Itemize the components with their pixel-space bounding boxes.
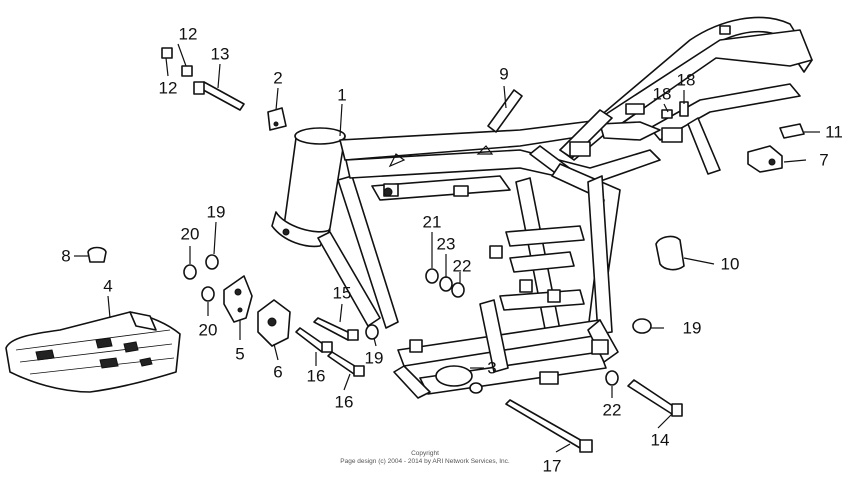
callout-18-right: 18 — [676, 70, 696, 90]
part-20-nut-lower — [201, 286, 215, 302]
callout-10: 10 — [720, 254, 740, 274]
callout-3: 3 — [487, 358, 497, 378]
part-20-nut-upper — [183, 264, 197, 280]
callout-8: 8 — [61, 246, 71, 266]
callout-14: 14 — [650, 430, 670, 450]
callout-13: 13 — [210, 44, 230, 64]
callout-21: 21 — [422, 212, 442, 232]
callout-19-mid: 19 — [364, 348, 384, 368]
part-19-nut-left — [205, 254, 219, 270]
part-14-bolt — [627, 379, 683, 417]
copyright-line-1: Copyright — [411, 450, 439, 457]
callout-5: 5 — [235, 344, 245, 364]
callout-15: 15 — [332, 283, 352, 303]
part-17-bolt — [505, 399, 593, 453]
callout-22-mid: 22 — [452, 256, 472, 276]
callout-23: 23 — [436, 234, 456, 254]
main-frame — [271, 16, 813, 399]
callout-12-bottom: 12 — [158, 78, 178, 98]
part-5-plate — [223, 275, 253, 323]
callout-9: 9 — [499, 64, 509, 84]
callout-16-upper: 16 — [306, 366, 326, 386]
part-21-23-22-nuts — [425, 268, 465, 298]
part-11-pad — [779, 123, 805, 139]
part-19-nut-right — [632, 318, 652, 334]
copyright-notice: Copyright Page design (c) 2004 - 2014 by… — [245, 450, 605, 466]
callout-6: 6 — [273, 362, 283, 382]
callout-20-upper: 20 — [180, 224, 200, 244]
callout-16-lower: 16 — [334, 392, 354, 412]
callout-17: 17 — [542, 456, 562, 476]
part-4-skid-plate — [5, 311, 181, 393]
callout-20-lower: 20 — [198, 320, 218, 340]
part-7-clamp — [747, 145, 783, 173]
callout-4: 4 — [103, 276, 113, 296]
part-19-nut-mid — [365, 324, 379, 340]
copyright-line-2: Page design (c) 2004 - 2014 by ARI Netwo… — [340, 458, 510, 465]
callout-22-right: 22 — [602, 400, 622, 420]
callout-19-right: 19 — [682, 318, 702, 338]
leader-lines — [74, 43, 820, 453]
callout-2: 2 — [273, 68, 283, 88]
part-2-cable-guide — [267, 107, 287, 131]
callout-1: 1 — [337, 85, 347, 105]
part-8-cap — [87, 246, 107, 263]
part-12-13-bolts — [161, 47, 245, 111]
callout-12-top: 12 — [178, 24, 198, 44]
part-10-sleeve — [655, 235, 685, 271]
part-15-16-bolts — [295, 317, 365, 377]
callout-19-left: 19 — [206, 202, 226, 222]
callout-11: 11 — [825, 122, 843, 142]
part-22-washer — [605, 370, 619, 386]
callout-18-left: 18 — [652, 84, 672, 104]
callout-7: 7 — [819, 150, 829, 170]
